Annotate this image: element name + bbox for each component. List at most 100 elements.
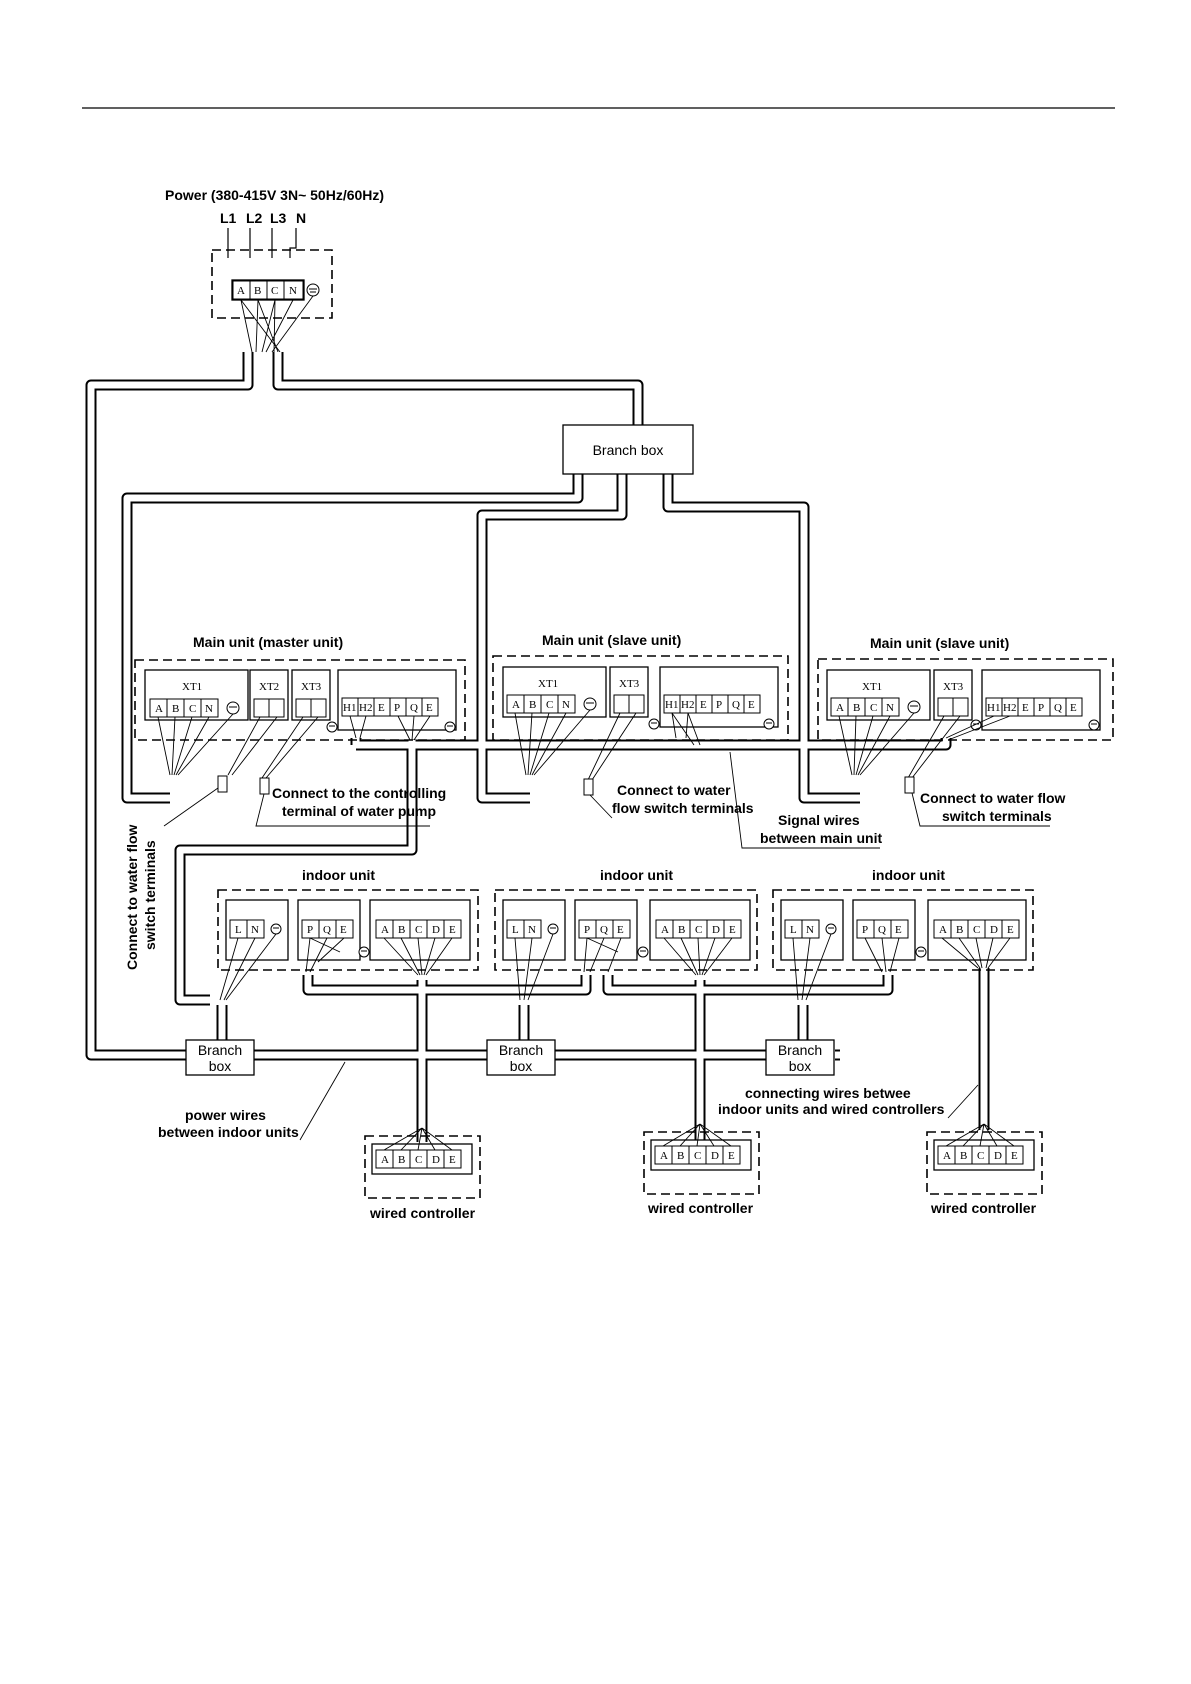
power-fanout-wires <box>240 295 314 353</box>
indoor1-term-e: E <box>340 924 347 936</box>
power-wires-leader <box>299 1061 346 1141</box>
master-sig-e2: E <box>426 702 433 714</box>
power-terminal-enclosure <box>211 249 333 319</box>
branch-box-lower-2: Branch box <box>486 1039 556 1076</box>
ctrl-wires-leader <box>947 1084 979 1119</box>
indoor2-term-e: E <box>617 924 624 936</box>
slave1-sig-e2: E <box>748 699 755 711</box>
branch-box-top-label: Branch box <box>593 442 664 458</box>
indoor2-title: indoor unit <box>600 867 673 883</box>
power-term-a: A <box>237 285 245 297</box>
master-xt1-n: N <box>205 703 213 715</box>
slave1-xt1-b: B <box>529 699 536 711</box>
slave1-sig-h1: H1 <box>665 699 678 711</box>
master-signal-terminals: H1 H2 E P Q E <box>341 697 439 717</box>
indoor2-ctrl-d: D <box>712 924 720 936</box>
indoor1-ctrl-b: B <box>398 924 405 936</box>
wc2-term-b: B <box>677 1150 684 1162</box>
flow-mid-line1: Connect to water <box>617 782 731 798</box>
phase-wires <box>227 228 297 258</box>
wc3-term-a: A <box>943 1150 951 1162</box>
master-sig-h2: H2 <box>359 702 372 714</box>
power-term-c: C <box>271 285 278 297</box>
branch2-line2: box <box>510 1058 533 1074</box>
indoor2-term-n: N <box>528 924 536 936</box>
wc2-term-c: C <box>694 1150 701 1162</box>
indoor2-term-l: L <box>512 924 519 936</box>
slave1-outer-ground-icon <box>648 718 660 730</box>
indoor3-ctrl-d: D <box>990 924 998 936</box>
wc3-title: wired controller <box>930 1200 1037 1216</box>
slave1-flow-switch-plug <box>583 778 594 796</box>
slave2-sig-h1: H1 <box>987 702 1000 714</box>
indoor1-term-n: N <box>251 924 259 936</box>
branch-box-lower-1: Branch box <box>185 1039 255 1076</box>
slave1-xt1-c: C <box>546 699 553 711</box>
master-sig-p: P <box>394 702 400 714</box>
slave2-xt3-label: XT3 <box>943 681 964 693</box>
flow-mid-leader <box>589 794 613 819</box>
slave2-sig-p: P <box>1038 702 1044 714</box>
indoor2-comm-ground-icon <box>637 946 649 958</box>
master-flow-switch-plug <box>217 775 228 793</box>
indoor2-term-p: P <box>584 924 590 936</box>
signal-wires-leader <box>729 751 880 849</box>
slave1-sig-e1: E <box>700 699 707 711</box>
slave2-sig-q: Q <box>1054 702 1062 714</box>
slave2-flow-switch-plug <box>904 776 915 794</box>
wc1-title: wired controller <box>369 1205 476 1221</box>
power-title: Power (380-415V 3N~ 50Hz/60Hz) <box>165 187 384 203</box>
wc1-term-a: A <box>381 1154 389 1166</box>
power-terminals: A B C N <box>232 280 304 300</box>
indoor3-ctrl-a: A <box>939 924 947 936</box>
master-xt1-c: C <box>189 703 196 715</box>
slave1-title: Main unit (slave unit) <box>542 632 681 648</box>
wc3-term-d: D <box>994 1150 1002 1162</box>
indoor1-term-q: Q <box>323 924 331 936</box>
pump-leader <box>255 793 430 827</box>
slave2-xt1-a: A <box>836 702 844 714</box>
wired-controller-3: A B C D E wired controller <box>926 1123 1043 1216</box>
slave2-xt1-c: C <box>870 702 877 714</box>
slave2-sig-e1: E <box>1022 702 1029 714</box>
master-ground-icon <box>444 721 456 733</box>
main-unit-slave-2: Main unit (slave unit) XT1 A B C N XT3 H… <box>817 635 1114 794</box>
branch2-line1: Branch <box>499 1042 543 1058</box>
phase-l1: L1 <box>220 210 237 226</box>
wc1-term-d: D <box>432 1154 440 1166</box>
wc2-term-a: A <box>660 1150 668 1162</box>
indoor3-term-p: P <box>862 924 868 936</box>
indoor1-ctrl-d: D <box>432 924 440 936</box>
indoor3-term-l: L <box>790 924 797 936</box>
slave2-sig-h2: H2 <box>1003 702 1016 714</box>
master-sig-q: Q <box>410 702 418 714</box>
master-outer-ground-icon <box>326 721 338 733</box>
branch3-line1: Branch <box>778 1042 822 1058</box>
ctrl-wires-line2: indoor units and wired controllers <box>718 1101 945 1117</box>
main-unit-master: Main unit (master unit) XT1 A B C N XT2 … <box>134 634 466 795</box>
wc3-term-c: C <box>977 1150 984 1162</box>
indoor3-ctrl-e: E <box>1007 924 1014 936</box>
power-wires-line1: power wires <box>185 1107 266 1123</box>
wired-controller-2: A B C D E wired controller <box>643 1123 760 1216</box>
branch3-line2: box <box>789 1058 812 1074</box>
indoor3-term-e: E <box>895 924 902 936</box>
indoor1-term-p: P <box>307 924 313 936</box>
branch1-line1: Branch <box>198 1042 242 1058</box>
master-xt1-label: XT1 <box>182 681 202 693</box>
indoor2-ctrl-a: A <box>661 924 669 936</box>
indoor1-comm-ground-icon <box>358 946 370 958</box>
flow-left-leader <box>163 787 219 827</box>
slave1-xt1-ground-icon <box>583 697 597 711</box>
wc2-term-d: D <box>711 1150 719 1162</box>
slave1-ground-icon <box>763 718 775 730</box>
phase-n: N <box>296 210 306 226</box>
indoor3-power-ground-icon <box>825 923 837 935</box>
slave2-xt1-b: B <box>853 702 860 714</box>
indoor1-ctrl-a: A <box>381 924 389 936</box>
power-wires-line2: between indoor units <box>158 1124 299 1140</box>
master-pump-plug <box>259 777 270 795</box>
slave2-xt1-n: N <box>886 702 894 714</box>
master-xt1-a: A <box>155 703 163 715</box>
